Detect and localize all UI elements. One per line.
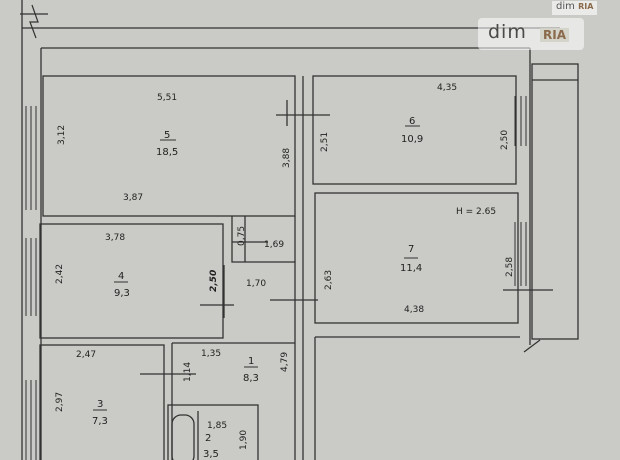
room3-number: 3: [97, 399, 103, 410]
room2-height: 1,90: [239, 430, 249, 450]
room-1: 1,35 1,14 1 8,3 4,79 1,70 1,69 0,75: [183, 226, 290, 384]
room4-area: 9,3: [114, 288, 130, 299]
room-6: 4,35 6 10,9 2,51 2,50: [320, 83, 510, 152]
room1-length: 4,79: [280, 352, 290, 372]
room3-area: 7,3: [92, 416, 108, 427]
room7-number: 7: [408, 244, 414, 255]
room7-area: 11,4: [400, 263, 422, 274]
room5-area: 18,5: [156, 147, 178, 158]
room3-height: 2,97: [55, 392, 65, 412]
room1-number: 1: [248, 356, 254, 367]
watermark-ria: RIA: [540, 28, 569, 42]
room6-number: 6: [409, 116, 415, 127]
room-2: 1,85 2 3,5 1,90: [203, 421, 249, 460]
room1-top: 1,69: [264, 240, 284, 250]
room4-right: 2,50: [209, 270, 219, 292]
room7-right: 2,58: [505, 257, 515, 277]
watermark-corner-dim: dim: [556, 1, 575, 12]
room4-number: 4: [118, 271, 124, 282]
room4-height: 2,42: [55, 264, 65, 284]
room6-area: 10,9: [401, 134, 423, 145]
room5-bottom: 3,87: [123, 193, 143, 203]
room7-bottom: 4,38: [404, 305, 424, 315]
room2-number: 2: [205, 433, 211, 444]
room-5: 5,51 3,12 5 18,5 3,87 3,88: [57, 93, 292, 203]
watermark-dim: dim: [488, 21, 527, 43]
room5-height: 3,12: [57, 125, 67, 145]
room6-left: 2,51: [320, 132, 330, 152]
room5-number: 5: [164, 130, 170, 141]
ceiling-height: H = 2.65: [456, 207, 496, 217]
room1-hall: 1,70: [246, 279, 266, 289]
watermark-corner-ria: RIA: [578, 2, 594, 11]
room5-right: 3,88: [282, 148, 292, 168]
room1-door: 1,14: [183, 362, 193, 382]
watermark-corner: dim RIA: [552, 1, 598, 15]
walls: [20, 0, 579, 460]
room-4: 3,78 2,42 4 9,3 2,50: [55, 233, 219, 299]
room4-width: 3,78: [105, 233, 125, 243]
room1-width: 1,35: [201, 349, 221, 359]
room-7: H = 2.65 7 11,4 2,63 2,58 4,38: [324, 207, 515, 315]
watermark-logo: dim RIA: [478, 18, 584, 50]
room6-right: 2,50: [500, 130, 510, 150]
room-3: 2,47 2,97 3 7,3: [55, 350, 108, 427]
room1-niche: 0,75: [237, 226, 247, 246]
room5-width: 5,51: [157, 93, 177, 103]
room1-area: 8,3: [243, 373, 259, 384]
room2-area: 3,5: [203, 449, 219, 460]
room7-left: 2,63: [324, 270, 334, 290]
room6-width: 4,35: [437, 83, 457, 93]
area-bars: [93, 125, 420, 411]
room2-width: 1,85: [207, 421, 227, 431]
room3-width: 2,47: [76, 350, 96, 360]
